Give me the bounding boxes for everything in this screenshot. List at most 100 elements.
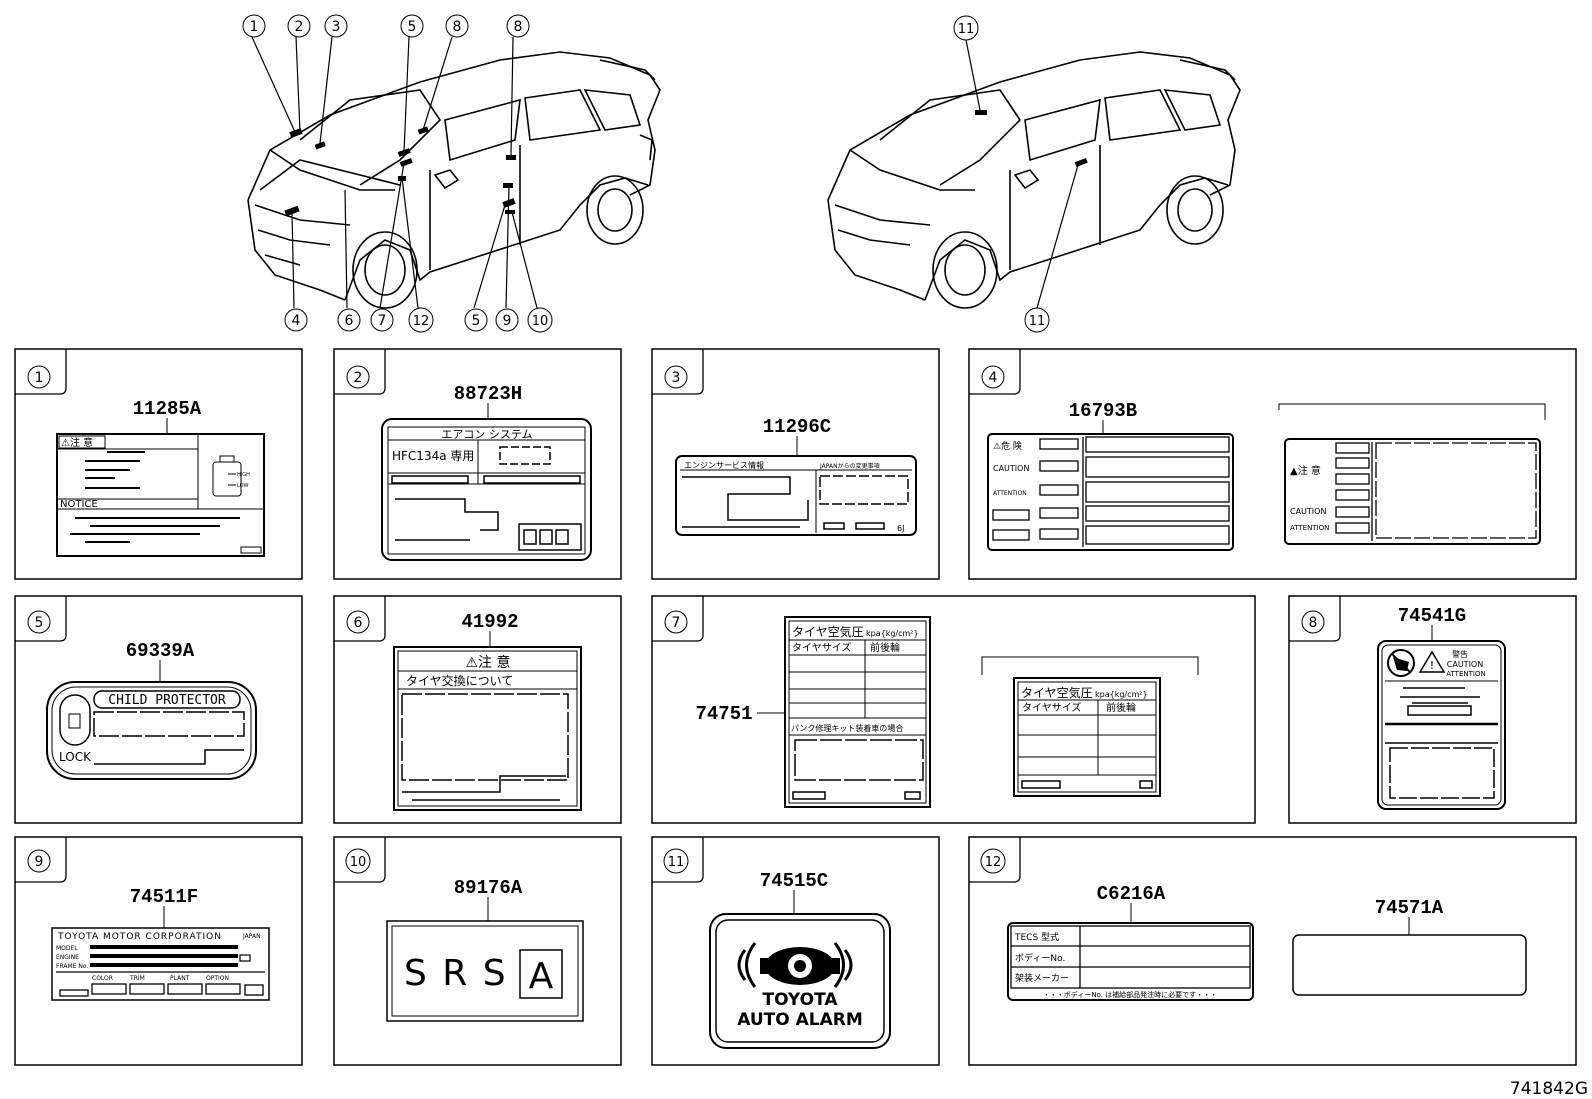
no-touch-icon <box>1387 649 1415 677</box>
label-74571A <box>1292 917 1527 996</box>
panel-number-6: 6 <box>346 610 370 634</box>
svg-text:5: 5 <box>408 19 417 35</box>
label-C6216A: TECS 型式 ボディーNo. 架装メーカー ・・・ボディーNo. は補給部品発… <box>1007 903 1254 1001</box>
panel-number-4: 4 <box>981 365 1005 389</box>
svg-text:9: 9 <box>35 854 44 870</box>
label-11296C: エンジンサービス情報 JAPANからの変更事項 6J <box>675 436 917 536</box>
part-number-69339A: 69339A <box>126 640 195 662</box>
svg-text:2: 2 <box>354 370 363 386</box>
svg-text:COLOR: COLOR <box>92 975 113 982</box>
svg-text:8: 8 <box>514 19 523 35</box>
svg-text:⚠注 意: ⚠注 意 <box>61 436 93 449</box>
svg-text:2: 2 <box>295 19 304 35</box>
callout-3: 3 <box>324 14 348 38</box>
svg-text:タイヤ空気圧: タイヤ空気圧 <box>792 624 864 639</box>
svg-text:7: 7 <box>378 313 387 329</box>
svg-text:タイヤ空気圧: タイヤ空気圧 <box>1021 685 1093 700</box>
part-number-16793B: 16793B <box>1069 400 1137 422</box>
svg-text:ATTENTION: ATTENTION <box>1290 524 1329 532</box>
callout-8: 8 <box>445 14 469 38</box>
svg-text:⚠危 険: ⚠危 険 <box>993 440 1022 452</box>
svg-text:6: 6 <box>345 313 354 329</box>
part-number-74751: 74751 <box>695 703 752 725</box>
svg-text:HFC134a 専用: HFC134a 専用 <box>392 449 474 463</box>
label-markers-left <box>284 126 516 217</box>
svg-text:AUTO ALARM: AUTO ALARM <box>737 1010 863 1030</box>
svg-text:4: 4 <box>989 370 998 386</box>
svg-text:4: 4 <box>292 313 301 329</box>
svg-text:6: 6 <box>354 615 363 631</box>
svg-text:9: 9 <box>503 313 512 329</box>
svg-text:MODEL: MODEL <box>56 945 78 952</box>
callout-11: 11 <box>953 15 979 41</box>
svg-text:エンジンサービス情報: エンジンサービス情報 <box>684 460 764 470</box>
callout-1: 1 <box>242 14 266 38</box>
svg-text:!: ! <box>1430 659 1434 672</box>
part-number-74571A: 74571A <box>1375 897 1444 919</box>
callout-5: 5 <box>400 14 424 38</box>
svg-text:10: 10 <box>350 855 367 870</box>
part-number-74541G: 74541G <box>1398 605 1466 627</box>
svg-text:TECS 型式: TECS 型式 <box>1014 931 1059 943</box>
svg-text:警告: 警告 <box>1452 649 1468 659</box>
panel-number-3: 3 <box>664 365 688 389</box>
svg-text:12: 12 <box>413 314 430 329</box>
callout-7: 7 <box>370 308 394 332</box>
part-numbers: 11285A 88723H 11296C 16793B 69339A 41992… <box>126 383 1466 919</box>
panel-number-7: 7 <box>664 610 688 634</box>
label-74511F: TOYOTA MOTOR CORPORATION JAPAN MODEL ENG… <box>51 906 270 1001</box>
svg-text:JAPAN: JAPAN <box>242 933 261 940</box>
callout-4: 4 <box>284 308 308 332</box>
svg-text:NOTICE: NOTICE <box>60 499 98 510</box>
part-number-74511F: 74511F <box>130 886 198 908</box>
svg-text:11: 11 <box>668 855 685 870</box>
svg-text:FRAME No.: FRAME No. <box>56 963 88 970</box>
svg-text:kpa{kg/cm²}: kpa{kg/cm²} <box>866 629 919 638</box>
svg-text:ENGINE: ENGINE <box>56 954 79 961</box>
svg-text:12: 12 <box>985 855 1002 870</box>
label-69339A: CHILD PROTECTOR LOCK <box>46 660 257 780</box>
svg-text:3: 3 <box>332 19 341 35</box>
panel-number-1: 1 <box>27 365 51 389</box>
label-74541G: ! 警告 CAUTION ATTENTION <box>1377 625 1506 810</box>
callout-10: 10 <box>527 307 553 333</box>
svg-text:▲注 意: ▲注 意 <box>1290 464 1321 477</box>
svg-text:11: 11 <box>1029 314 1046 329</box>
svg-text:TOYOTA MOTOR CORPORATION: TOYOTA MOTOR CORPORATION <box>57 932 222 942</box>
panel-frames <box>14 348 1577 1066</box>
panel-number-10: 10 <box>345 848 371 874</box>
panel-number-8: 8 <box>1301 610 1325 634</box>
svg-text:PLANT: PLANT <box>170 975 190 982</box>
svg-text:・・・ボディーNo. は補給部品発注時に必要です・・・: ・・・ボディーNo. は補給部品発注時に必要です・・・ <box>1043 990 1217 999</box>
callout-2: 2 <box>287 14 311 38</box>
panel-number-9: 9 <box>27 849 51 873</box>
label-88723H: エアコン システム HFC134a 専用 <box>381 403 592 561</box>
drawing-number: 741842G <box>1510 1079 1588 1099</box>
svg-text:S R S: S R S <box>404 953 508 994</box>
svg-text:エアコン システム: エアコン システム <box>441 428 532 441</box>
callout-12: 12 <box>408 307 434 333</box>
svg-text:5: 5 <box>35 615 44 631</box>
svg-text:1: 1 <box>35 370 44 386</box>
top-callouts: 1 2 3 5 8 8 11 4 6 7 12 5 9 10 11 <box>242 14 1050 333</box>
svg-text:CAUTION: CAUTION <box>1290 507 1326 516</box>
panel-number-2: 2 <box>346 365 370 389</box>
svg-text:TRIM: TRIM <box>129 975 145 982</box>
svg-text:CAUTION: CAUTION <box>1447 660 1483 669</box>
svg-text:JAPANからの変更事項: JAPANからの変更事項 <box>819 462 880 470</box>
vehicle-left-illustration <box>247 51 661 309</box>
svg-text:前後輪: 前後輪 <box>1106 701 1136 714</box>
label-74751: タイヤ空気圧 kpa{kg/cm²} タイヤサイズ 前後輪 パンク修理キット装着… <box>757 616 1199 808</box>
warning-triangle-icon <box>1418 650 1446 673</box>
svg-text:CAUTION: CAUTION <box>993 464 1029 473</box>
callout-5: 5 <box>464 308 488 332</box>
callout-9: 9 <box>495 308 519 332</box>
callout-6: 6 <box>337 308 361 332</box>
leader-lines-right <box>965 39 1079 309</box>
part-number-89176A: 89176A <box>454 877 523 899</box>
svg-text:3: 3 <box>672 370 681 386</box>
svg-text:CHILD PROTECTOR: CHILD PROTECTOR <box>108 693 226 708</box>
part-number-74515C: 74515C <box>760 870 828 892</box>
part-number-88723H: 88723H <box>454 383 522 405</box>
